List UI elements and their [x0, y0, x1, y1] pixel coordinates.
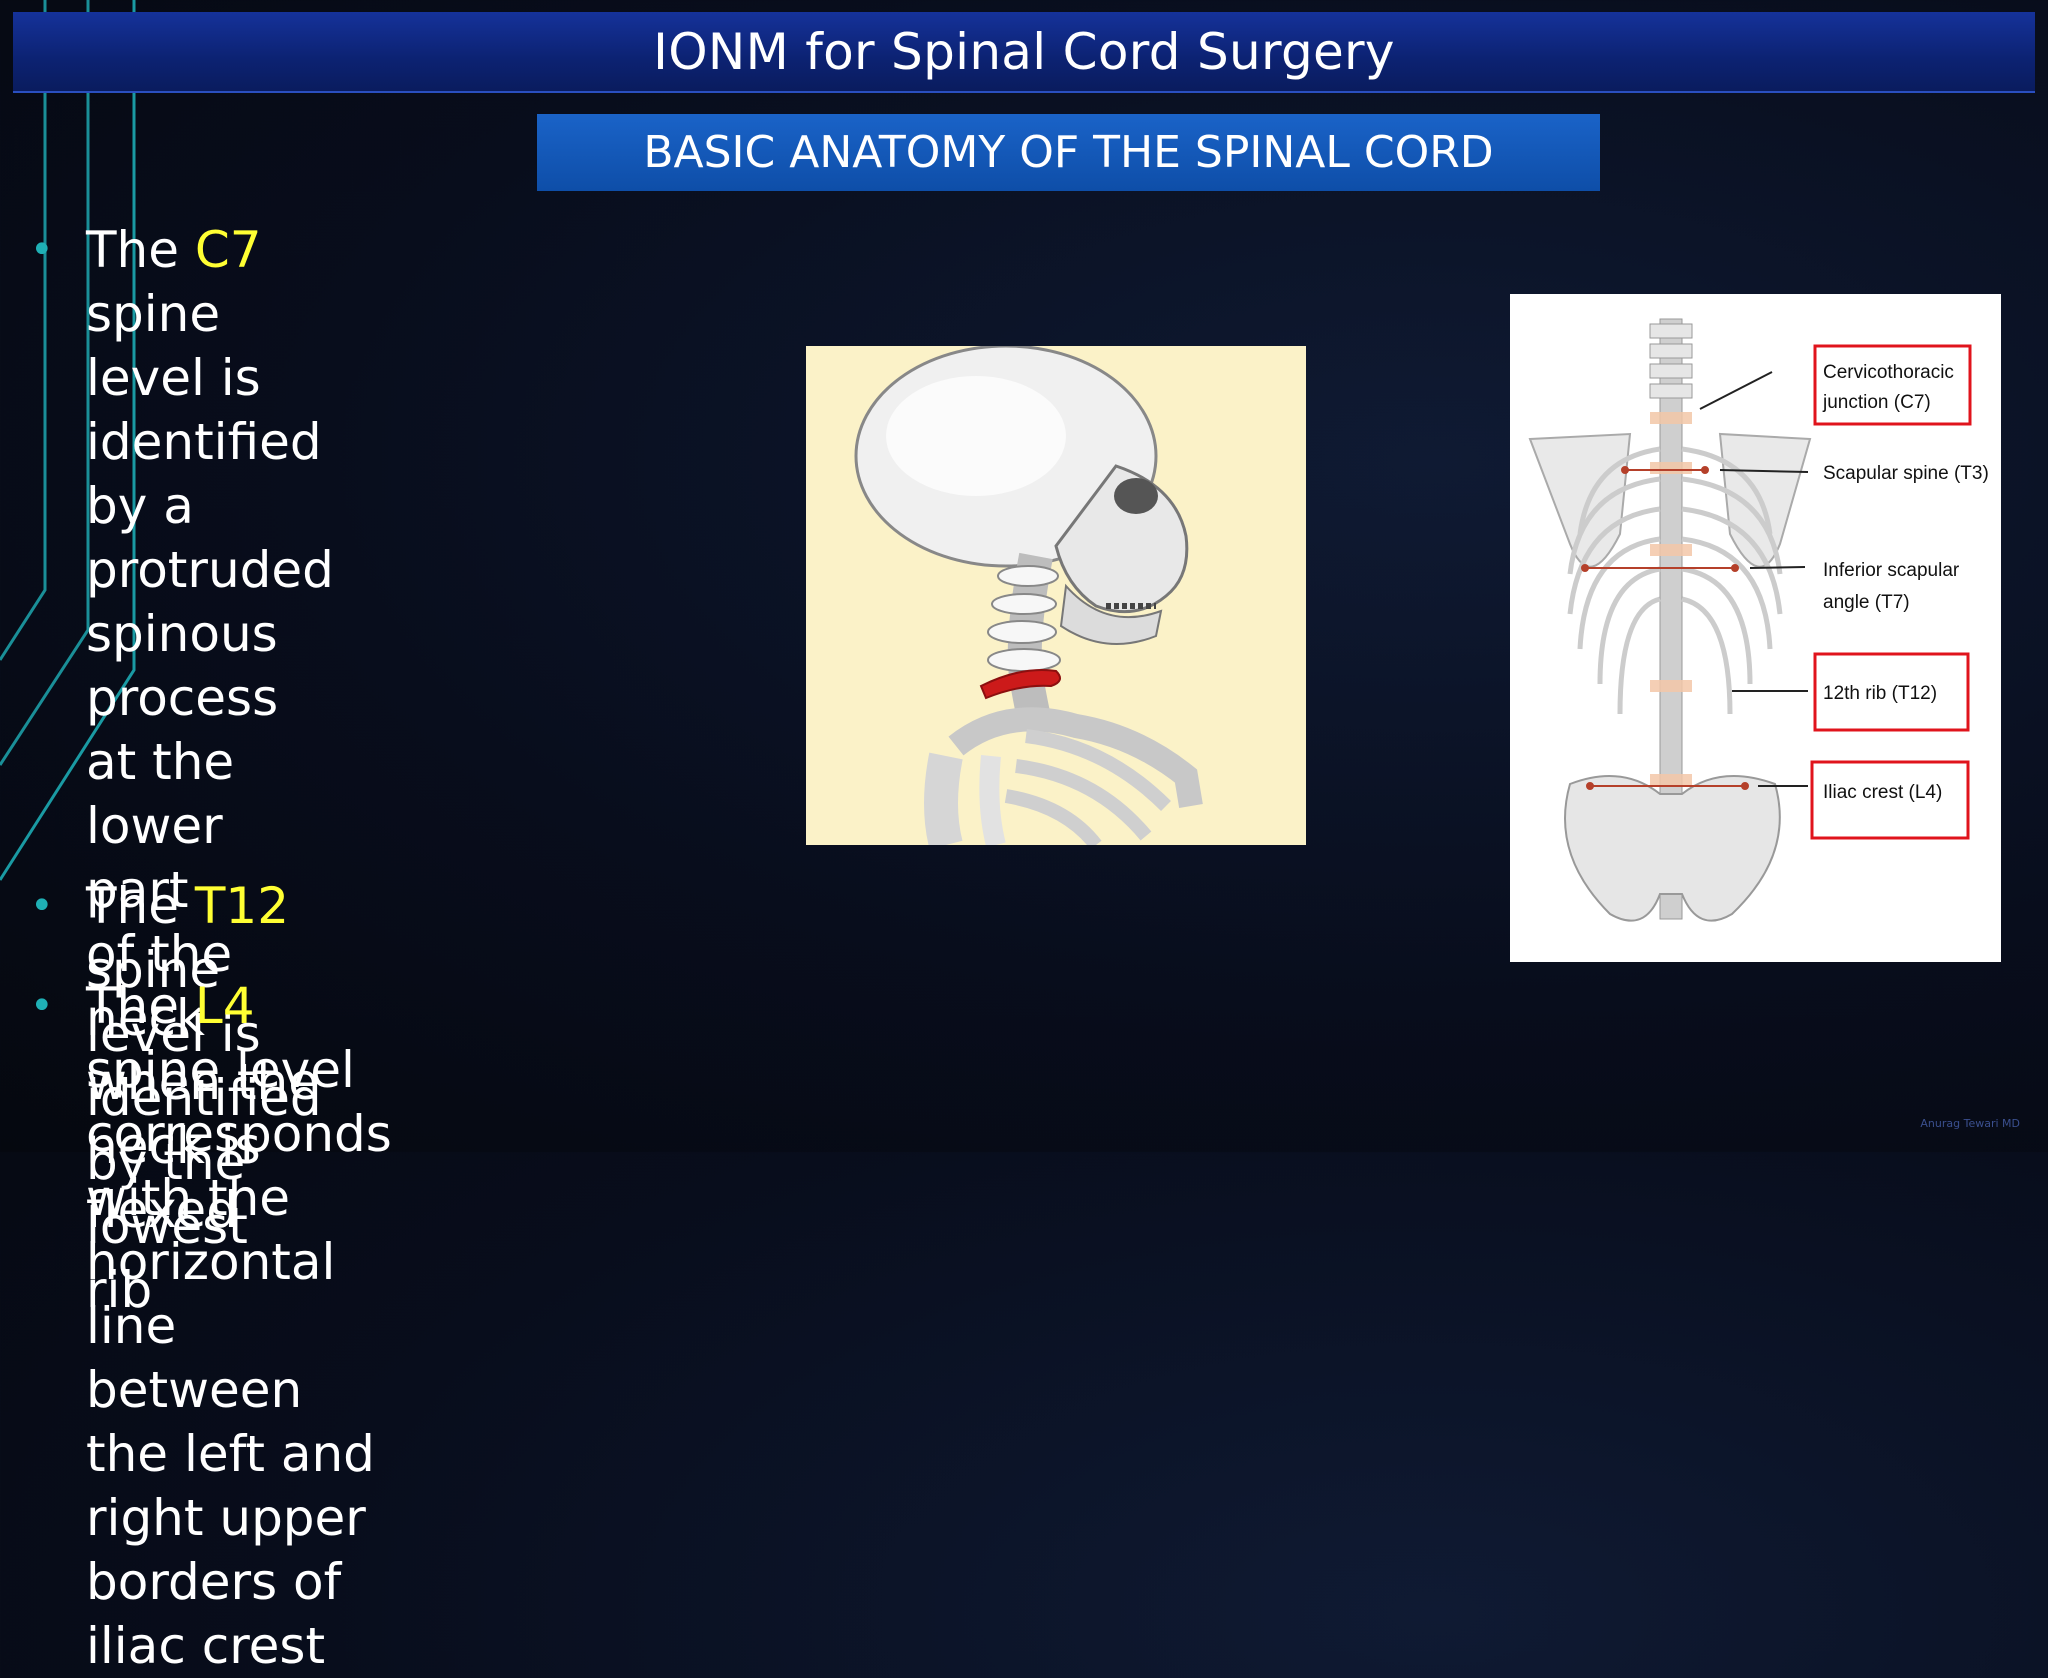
bullet-post: spine level corresponds with the horizon…	[86, 1041, 392, 1483]
label-box-l4	[1810, 760, 1970, 840]
bullet-dot: •	[30, 883, 54, 929]
label-l4: Iliac crest (L4)	[1823, 782, 1942, 803]
bullet-text: The L4 spine level corresponds with the …	[86, 974, 392, 1678]
bullet-line2: right upper borders of iliac crest	[86, 1489, 366, 1675]
bullet-dot: •	[30, 983, 54, 1029]
bullet-highlight: L4	[194, 977, 255, 1035]
bullet-highlight: T12	[194, 877, 290, 935]
label-box-t12	[1813, 652, 1970, 732]
slide-title-text: IONM for Spinal Cord Surgery	[653, 22, 1395, 81]
label-c7-line1: Cervicothoracic	[1823, 362, 1954, 383]
bullet-pre: The	[86, 877, 195, 935]
bullet-dot: •	[30, 227, 54, 273]
watermark: Anurag Tewari MD	[1920, 1117, 2020, 1130]
bullet-pre: The	[86, 221, 195, 279]
label-box-c7	[1813, 344, 1972, 426]
bullet-highlight: C7	[194, 221, 262, 279]
slide-subtitle: BASIC ANATOMY OF THE SPINAL CORD	[537, 114, 1600, 191]
bullet-pre: The	[86, 977, 195, 1035]
label-c7-line2: junction (C7)	[1822, 392, 1931, 413]
bullet-post: spine level is identified by a protruded…	[86, 285, 334, 919]
decorative-lines	[0, 0, 136, 881]
label-t7-line1: Inferior scapular	[1823, 560, 1960, 581]
bullet-text: The C7 spine level is identified by a pr…	[86, 218, 334, 1242]
slide-title: IONM for Spinal Cord Surgery	[13, 12, 2035, 93]
spine-levels-figure: Cervicothoracic junction (C7) Scapular s…	[1510, 294, 2001, 962]
label-t7-line2: angle (T7)	[1823, 592, 1910, 613]
slide-subtitle-text: BASIC ANATOMY OF THE SPINAL CORD	[643, 127, 1494, 178]
skull-neck-illustration	[806, 346, 1306, 845]
label-t12: 12th rib (T12)	[1823, 683, 1937, 704]
label-t3: Scapular spine (T3)	[1823, 463, 1989, 484]
